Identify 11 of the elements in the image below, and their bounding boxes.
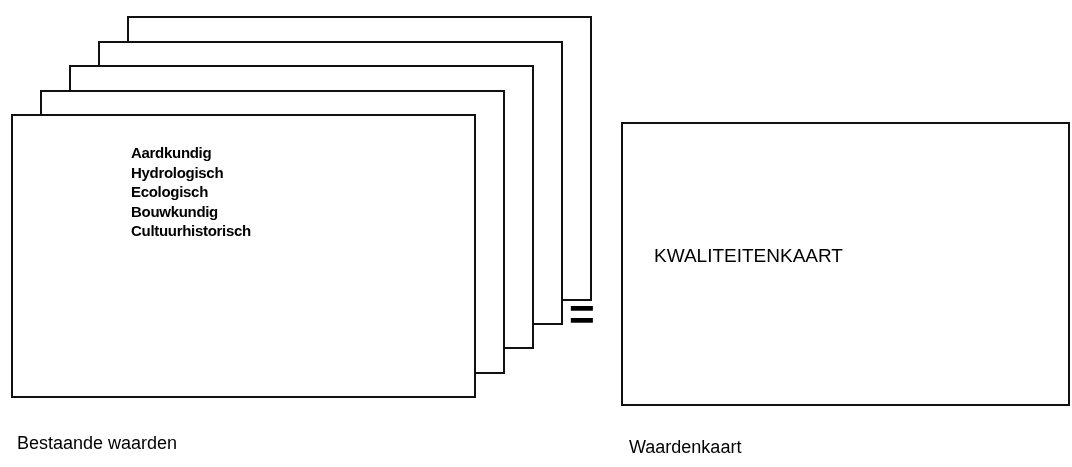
map-title: KWALITEITENKAART [654,245,843,267]
list-item: Hydrologisch [131,163,224,181]
list-item: Cultuurhistorisch [131,222,251,239]
list-item: Aardkundig [131,144,212,161]
list-item: Bouwkundig [131,202,218,220]
map-box [621,122,1070,406]
list-item: Ecologisch [131,183,209,200]
node-label: Bestaande waarden [17,433,178,454]
map-box [11,114,476,398]
equals-sign: = [569,293,595,337]
node-label: Waardenkaart [629,437,742,458]
